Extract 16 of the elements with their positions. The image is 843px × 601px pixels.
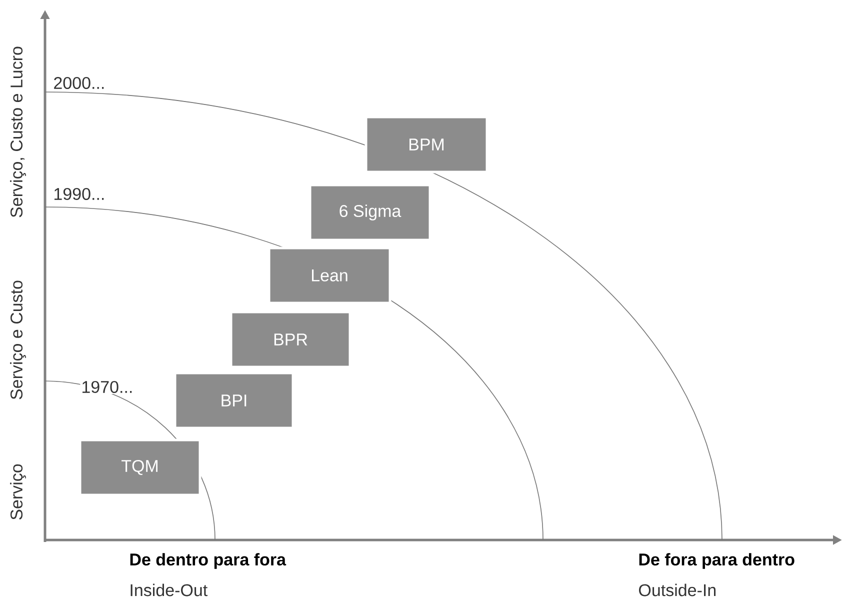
axis-label: Inside-Out [128, 582, 209, 598]
process-box: BPM [364, 116, 488, 174]
axis-label: Serviço [9, 462, 27, 522]
axis-label: Outside-In [637, 582, 718, 598]
year-label: 1990... [52, 186, 106, 201]
axis-label: Serviço, Custo e Lucro [9, 45, 27, 219]
process-box: BPI [174, 372, 294, 430]
process-box: BPR [230, 310, 352, 368]
process-box: TQM [78, 438, 202, 496]
axis-label: Serviço e Custo [9, 278, 27, 401]
axis-label: De dentro para fora [128, 552, 288, 570]
axis-label: De fora para dentro [637, 552, 796, 570]
year-label: 2000... [52, 76, 106, 90]
process-box: 6 Sigma [308, 184, 432, 242]
process-box: Lean [268, 246, 392, 304]
year-label: 1970... [80, 380, 134, 394]
